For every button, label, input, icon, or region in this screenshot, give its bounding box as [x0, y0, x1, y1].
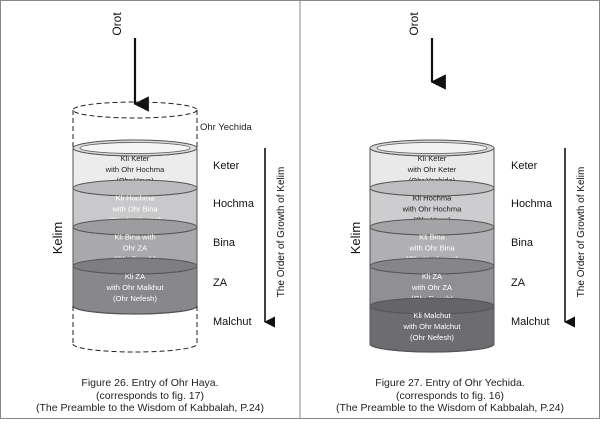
left-dashed-top-outline — [72, 101, 198, 148]
left-level-name-za: ZA — [213, 277, 228, 289]
left-segment-label: with Ohr Hochma — [105, 165, 165, 174]
left-caption-title: Figure 26. Entry of Ohr Haya. — [81, 377, 219, 389]
right-caption: Figure 27. Entry of Ohr Yechida. (corres… — [300, 377, 600, 415]
left-level-name-bina: Bina — [213, 237, 236, 249]
right-growth-label: The Order of Growth of Kelim — [576, 167, 587, 298]
left-kelim-label: Kelim — [50, 222, 65, 255]
left-segment-label: Ohr ZA — [123, 244, 148, 253]
right-orot-label: Orot — [407, 12, 421, 36]
left-segment-malchut — [72, 306, 198, 353]
right-caption-source: (The Preamble to the Wisdom of Kabbalah,… — [335, 402, 564, 414]
right-segment-label: with Ohr Malchut — [403, 322, 462, 331]
right-level-name-za: ZA — [511, 277, 526, 289]
right-segment-label: Kli ZA — [422, 272, 443, 281]
left-segment-label: Kli Hochma — [116, 194, 156, 203]
right-caption-reference: (corresponds to fig. 16) — [396, 389, 504, 402]
right-kelim-label: Kelim — [348, 222, 363, 255]
right-segment-label: Kli Keter — [418, 154, 447, 163]
right-caption-title: Figure 27. Entry of Ohr Yechida. — [375, 377, 525, 389]
left-segment-za: Kli ZA with Ohr Malkhut (Ohr Nefesh) — [72, 257, 198, 315]
left-caption-reference: (corresponds to fig. 17) — [96, 389, 204, 402]
left-level-name-hochma: Hochma — [213, 198, 255, 210]
left-segment-label: Kli Bina with — [114, 233, 155, 242]
left-segment-label: with Ohr Malkhut — [106, 283, 165, 292]
right-segment-label: Kli Malchut — [413, 311, 451, 320]
right-segment-label: Kli Bina — [419, 233, 446, 242]
right-level-name-keter: Keter — [511, 160, 538, 172]
right-level-name-hochma: Hochma — [511, 198, 553, 210]
right-level-name-malchut: Malchut — [511, 316, 550, 328]
left-panel: Orot Kelim Ohr Yechida Kli Keter with Ohr… — [50, 12, 287, 353]
left-growth-label: The Order of Growth of Kelim — [276, 167, 287, 298]
right-level-names: Keter Hochma Bina ZA Malchut — [511, 160, 553, 328]
left-ohr-yechida-note: Ohr Yechida — [200, 122, 252, 133]
left-segment-label: Kli ZA — [125, 272, 146, 281]
right-segment-label: with Ohr ZA — [411, 283, 453, 292]
left-level-name-keter: Keter — [213, 160, 240, 172]
right-segment-label: Kli Hochma — [413, 194, 453, 203]
left-level-names: Keter Hochma Bina ZA Malchut — [213, 160, 255, 328]
left-segment-label: Kli Keter — [121, 154, 150, 163]
left-segment-label: (Ohr Nefesh) — [113, 294, 157, 303]
right-segment-malchut: Kli Malchut with Ohr Malchut (Ohr Nefesh) — [369, 297, 495, 353]
left-caption-source: (The Preamble to the Wisdom of Kabbalah,… — [35, 402, 264, 414]
right-level-name-bina: Bina — [511, 237, 534, 249]
left-level-name-malchut: Malchut — [213, 316, 252, 328]
left-orot-label: Orot — [110, 12, 124, 36]
right-segment-label: with Ohr Keter — [407, 165, 457, 174]
right-segment-label: (Ohr Nefesh) — [410, 333, 454, 342]
right-segment-label: with Ohr Hochma — [402, 205, 462, 214]
right-segment-label: with Ohr Bina — [408, 244, 455, 253]
left-segment-label: with Ohr Bina — [111, 205, 158, 214]
left-caption: Figure 26. Entry of Ohr Haya. (correspon… — [0, 377, 300, 415]
